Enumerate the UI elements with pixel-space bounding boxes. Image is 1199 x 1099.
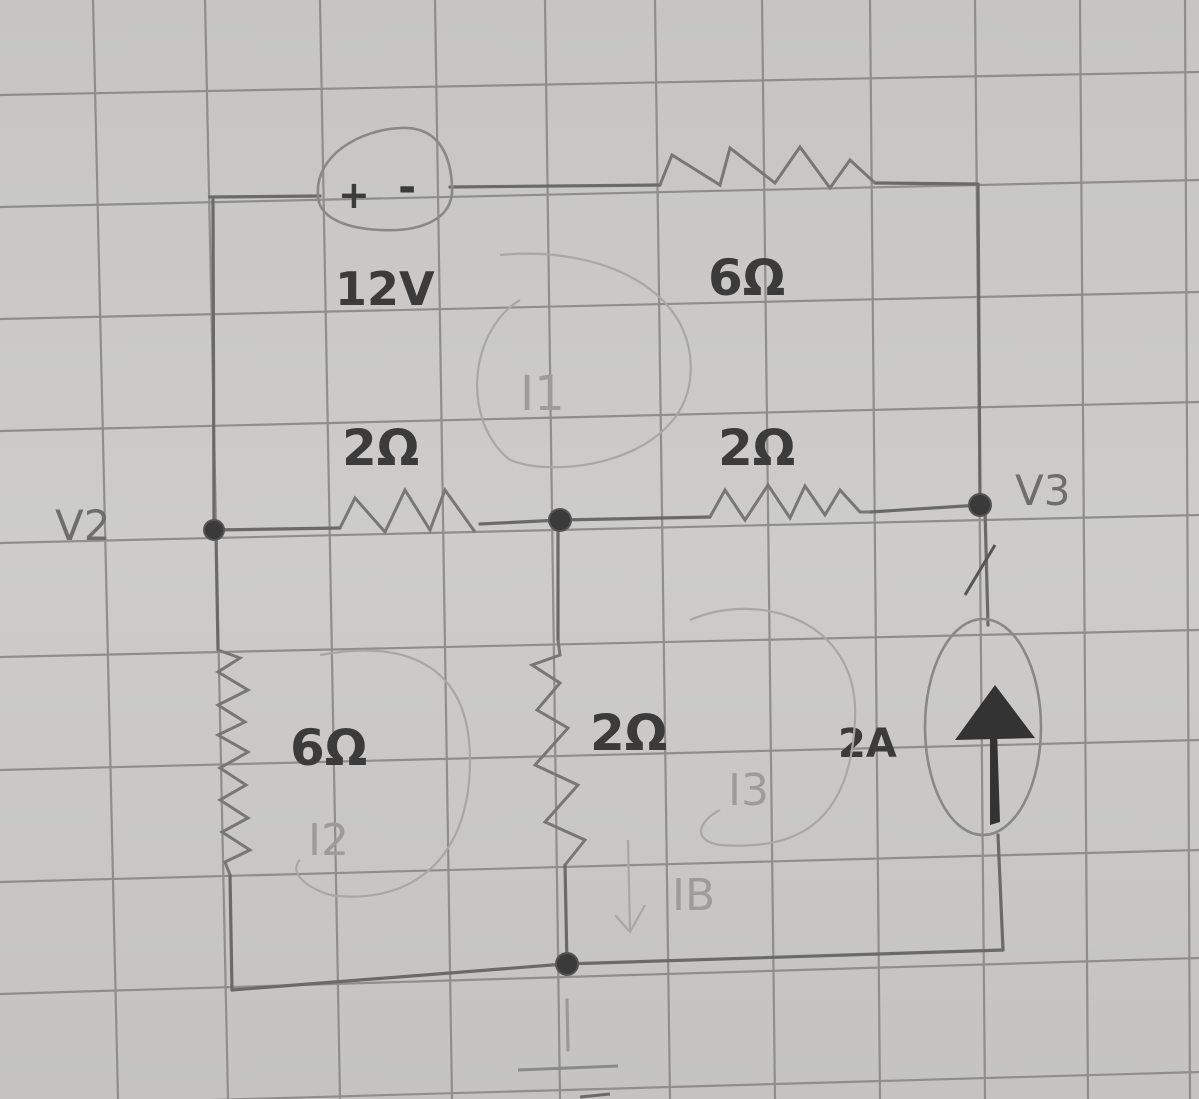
node-middle [548, 508, 572, 532]
resistor-mid-left-label: 2Ω [342, 419, 419, 477]
mesh-current-i3-label: I3 [728, 765, 769, 816]
voltage-source-12v: + - [316, 126, 454, 232]
node-v2 [203, 519, 225, 541]
resistor-mid-right-2ohm [708, 482, 870, 523]
resistor-center-label: 2Ω [590, 704, 667, 762]
resistor-left-6ohm [214, 648, 254, 876]
node-bottom [555, 952, 579, 976]
resistor-top-label: 6Ω [708, 249, 785, 307]
mesh-current-i1-label: I1 [520, 366, 565, 422]
wires [208, 181, 1005, 1052]
tick-mark [963, 544, 997, 596]
node-v2-label: V2 [55, 501, 110, 550]
node-v3 [968, 493, 992, 517]
branch-current-label: IB [672, 870, 715, 921]
resistor-mid-left-2ohm [338, 486, 477, 535]
arrow-up-icon [955, 685, 1035, 825]
node-v3-label: V3 [1015, 466, 1070, 515]
ground-symbol [517, 1064, 619, 1099]
resistor-center-2ohm [528, 639, 588, 866]
voltage-plus-sign: + [338, 173, 370, 217]
voltage-minus-sign: - [398, 162, 416, 213]
branch-current-ib: IB [614, 839, 715, 934]
mesh-loop-i1: I1 [476, 252, 692, 469]
resistor-mid-right-label: 2Ω [718, 419, 795, 477]
mesh-current-i2-label: I2 [308, 815, 349, 866]
mesh-loop-i2: I2 [295, 649, 472, 898]
voltage-source-label: 12V [335, 262, 435, 316]
current-source-2a [923, 617, 1043, 837]
mesh-loop-i3: I3 [689, 607, 857, 847]
resistor-left-label: 6Ω [290, 719, 367, 777]
current-source-label: 2A [838, 721, 897, 767]
resistor-top-6ohm [658, 144, 877, 191]
